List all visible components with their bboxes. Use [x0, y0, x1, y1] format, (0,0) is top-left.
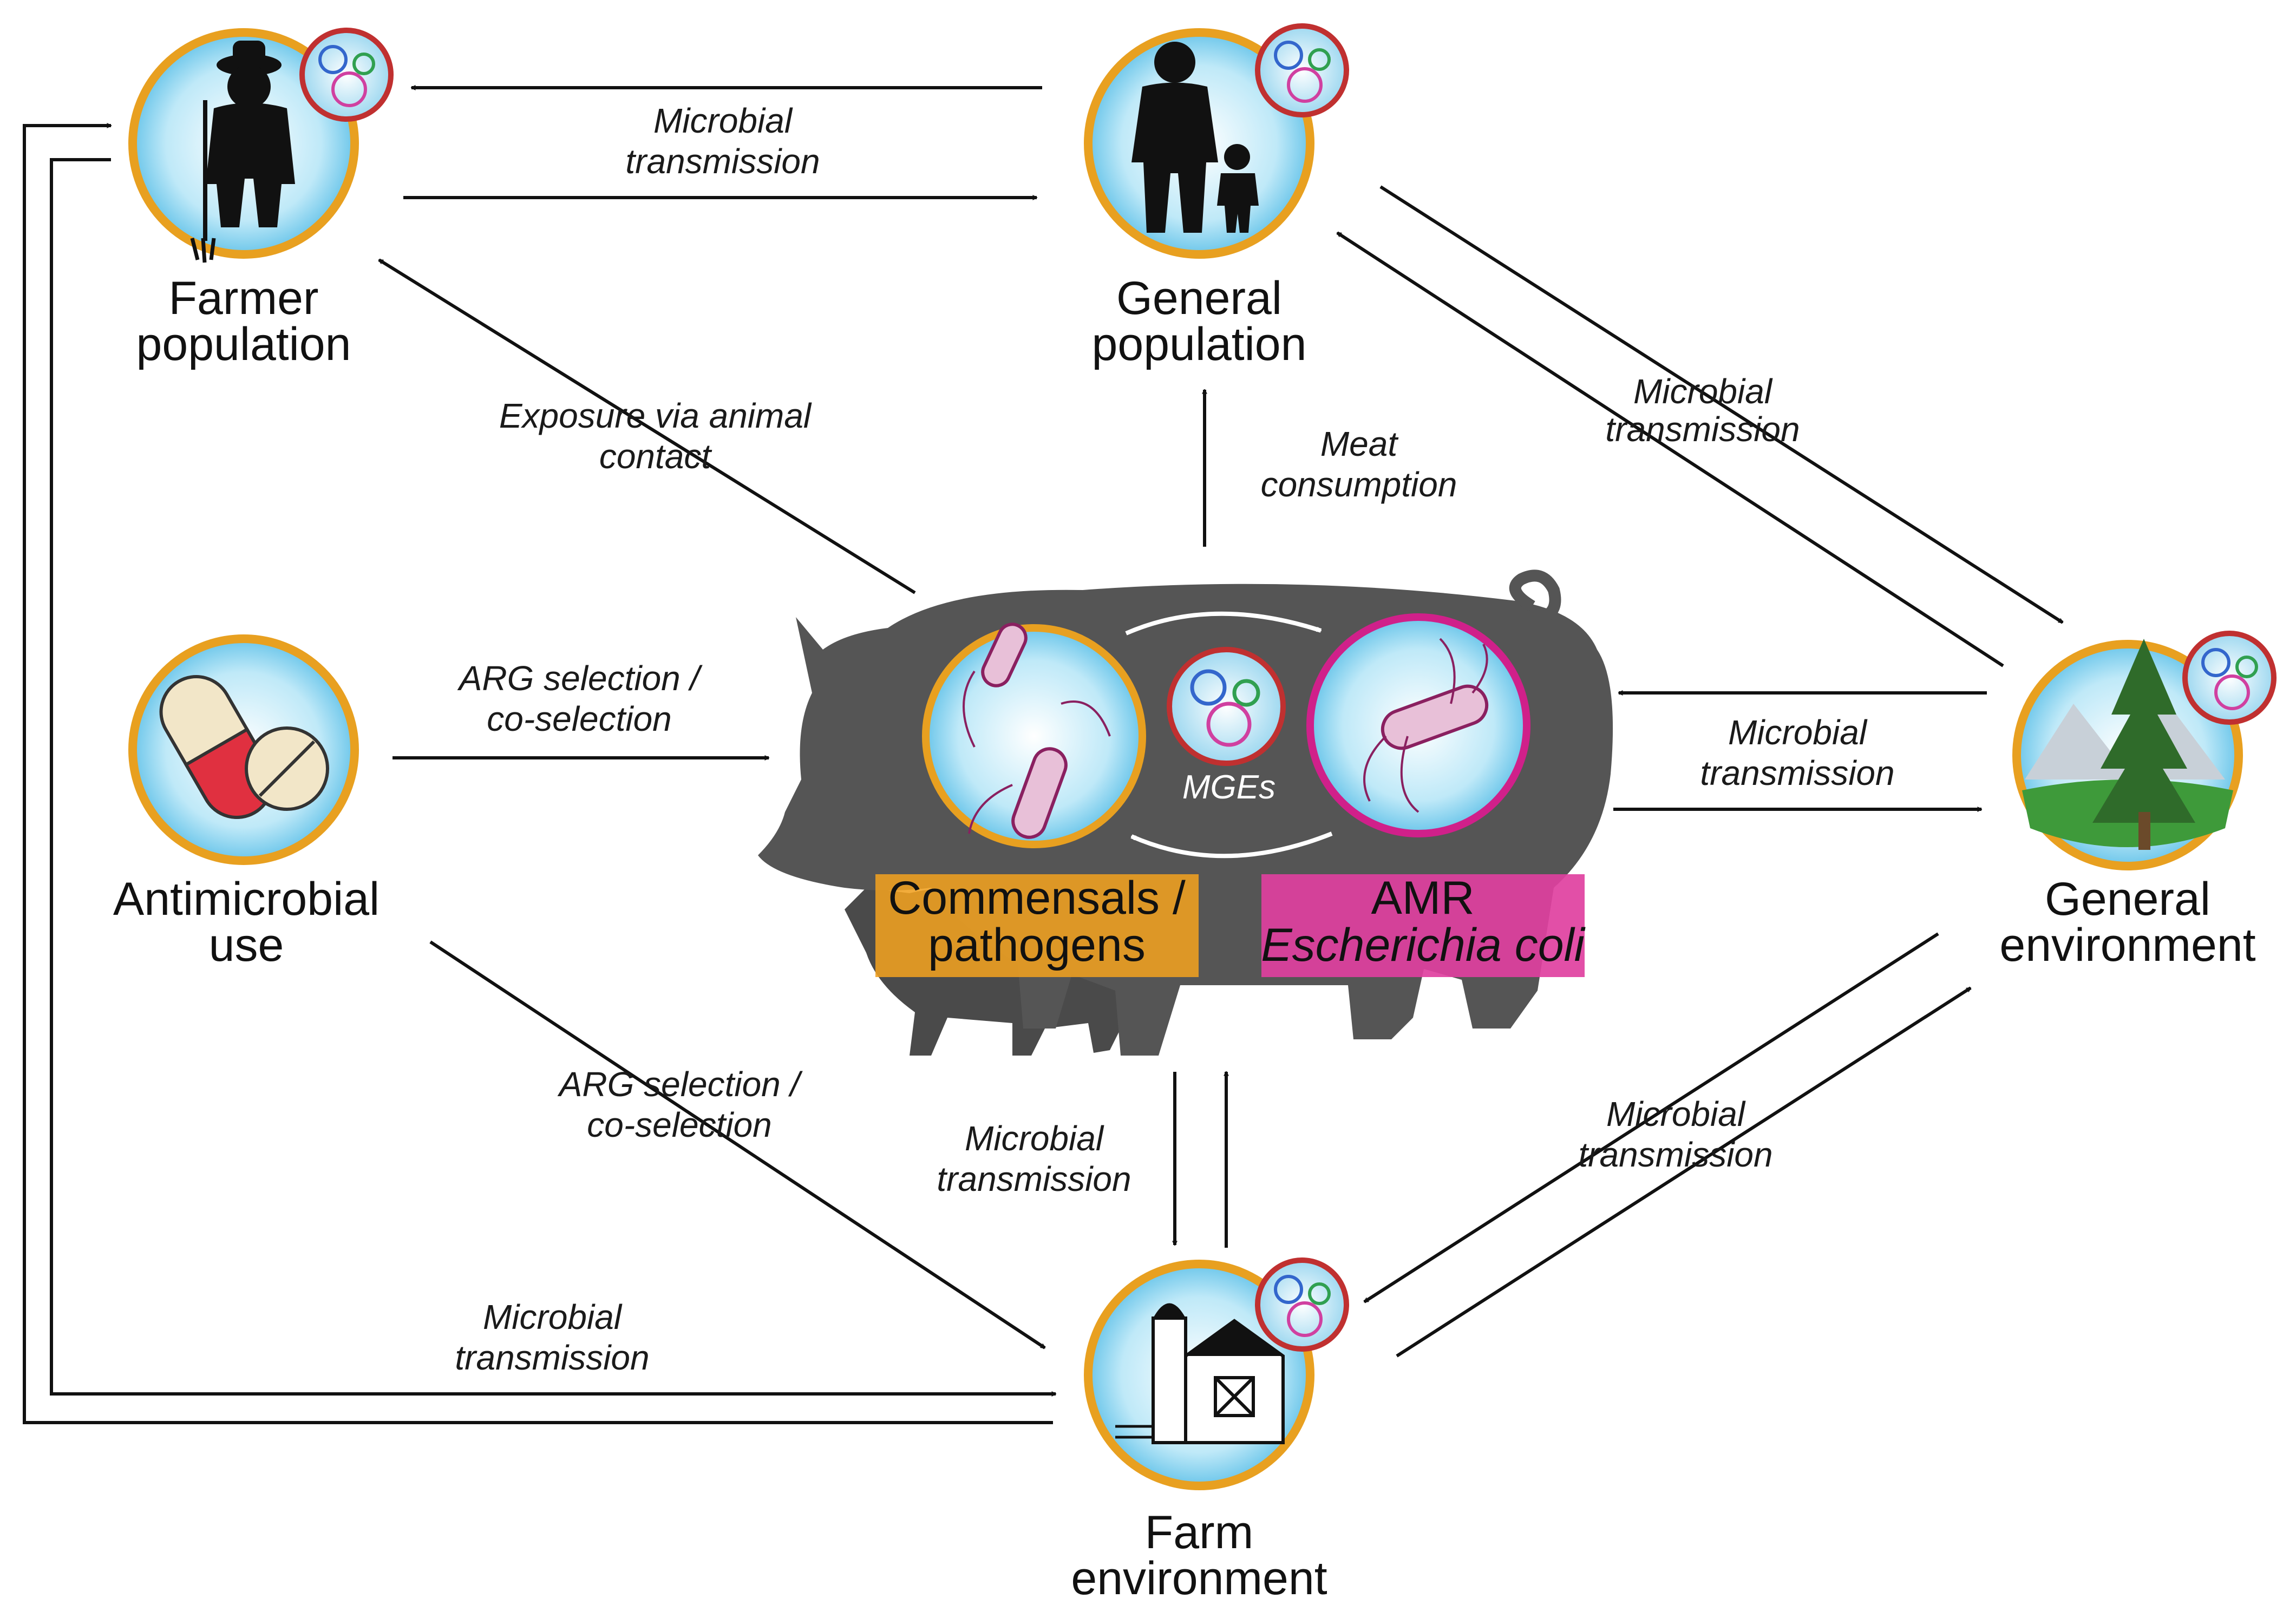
antimicrobial-label-line1: Antimicrobial: [113, 873, 380, 925]
arrows: [23, 88, 2063, 1424]
arrow-general-population-to-environment: [1379, 185, 2063, 624]
antimicrobial-label-line2: use: [209, 919, 284, 971]
edge-label-arg-farm-line1: ARG selection /: [557, 1065, 803, 1104]
arrow-farm-to-farmer: [23, 126, 1053, 1424]
amr-label-box: [1261, 874, 1585, 977]
ecoli-icon: [1363, 638, 1489, 813]
amr-label-line2: Escherichia coli: [1261, 919, 1586, 971]
edge-labels: Microbial transmission Exposure via anim…: [455, 101, 1894, 1377]
mges-label: MGEs: [1182, 769, 1275, 806]
node-farm-environment: Farm environment: [1071, 1257, 1349, 1604]
mges-circle: [1167, 647, 1286, 766]
cycle-arrow-bottom: [1131, 831, 1333, 859]
microbe-badge-icon: [2182, 631, 2277, 725]
edge-label-farmer-general-line2: transmission: [625, 142, 820, 181]
edge-label-exposure-line1: Exposure via animal: [499, 396, 812, 435]
arrow-environment-to-general-population: [1337, 231, 2004, 667]
node-antimicrobial-use: Antimicrobial use: [113, 634, 380, 971]
edge-label-arg-pig-line1: ARG selection /: [457, 659, 703, 698]
amr-label-line1: AMR: [1371, 872, 1474, 924]
general-population-label-line2: population: [1092, 318, 1307, 370]
edge-label-farm-general-env-line1: Microbial: [1606, 1095, 1746, 1134]
edge-label-pig-farm-line2: transmission: [937, 1160, 1131, 1198]
edge-label-general-env-population-line2: transmission: [1605, 410, 1800, 449]
edge-label-farmer-general-line1: Microbial: [653, 101, 793, 140]
farm-environment-label-line1: Farm: [1145, 1506, 1254, 1558]
microbe-badge-icon: [1255, 1257, 1349, 1352]
microbe-badge-icon: [1255, 23, 1349, 117]
center-pig: MGEs Commensals / pathogens AMR Escheric…: [758, 569, 1613, 1056]
general-population-label-line1: General: [1116, 272, 1282, 324]
commensals-label-line1: Commensals /: [888, 872, 1186, 924]
microbe-badge-icon: [299, 28, 394, 122]
edge-label-pig-farm-line1: Microbial: [965, 1119, 1104, 1158]
farmer-label-line1: Farmer: [168, 272, 318, 324]
general-environment-label-line2: environment: [1999, 919, 2255, 971]
arrow-environment-to-farm: [1364, 932, 1939, 1303]
edge-label-pig-env-line1: Microbial: [1728, 713, 1868, 752]
edge-label-arg-farm-line2: co-selection: [587, 1105, 772, 1144]
edge-label-meat-line2: consumption: [1261, 465, 1457, 504]
arrow-pig-to-farmer: [379, 258, 916, 594]
farm-environment-label-line2: environment: [1071, 1553, 1327, 1604]
commensals-label-box: [875, 874, 1199, 977]
bacteria-icon: [981, 623, 1068, 839]
commensals-label-line2: pathogens: [928, 919, 1146, 971]
tree-icon: [2022, 639, 2233, 850]
node-general-environment: General environment: [1999, 631, 2277, 971]
cycle-arrow-top: [1125, 611, 1321, 636]
pills-icon: [159, 675, 329, 819]
edge-label-pig-env-line2: transmission: [1700, 754, 1894, 792]
edge-label-arg-pig-line2: co-selection: [487, 699, 672, 738]
node-general-population: General population: [1084, 23, 1349, 370]
node-farmer: Farmer population: [128, 28, 394, 370]
edge-label-farmer-farm-line2: transmission: [455, 1338, 649, 1377]
commensals-circle: [922, 623, 1146, 848]
general-environment-label-line1: General: [2045, 873, 2210, 925]
arrow-antimicrobial-to-farm: [429, 940, 1045, 1350]
farmer-label-line2: population: [136, 318, 351, 370]
barn-icon: [1115, 1303, 1285, 1444]
edge-label-general-env-population-line1: Microbial: [1633, 372, 1773, 411]
edge-label-farm-general-env-line2: transmission: [1578, 1135, 1772, 1174]
family-icon: [1131, 42, 1259, 233]
amr-circle: [1306, 613, 1530, 837]
arrow-farm-to-environment: [1396, 986, 1971, 1358]
arrow-farmer-to-farm: [50, 158, 1056, 1394]
edge-label-farmer-farm-line1: Microbial: [483, 1298, 623, 1337]
edge-label-exposure-line2: contact: [599, 437, 712, 476]
farmer-icon: [190, 41, 295, 263]
edge-label-meat-line1: Meat: [1320, 424, 1399, 463]
